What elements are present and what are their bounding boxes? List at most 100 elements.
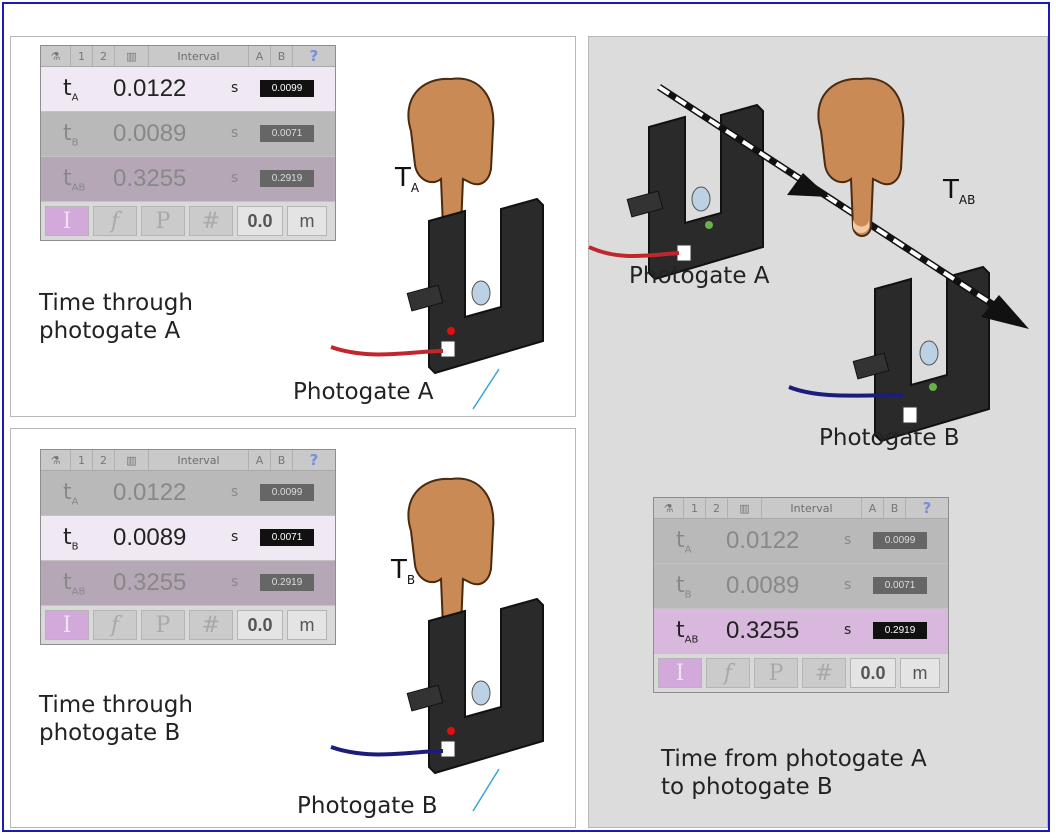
value-t-ab: 0.3255 xyxy=(113,569,187,596)
row-t-ab[interactable]: tAB 0.3255 s 0.2919 xyxy=(41,561,335,606)
device-screen-ab: ⚗ 1 2 ▥ Interval A B ? tA 0.0122 s 0.009… xyxy=(653,497,949,693)
sensor-icon[interactable]: ⚗ xyxy=(41,46,71,66)
gate-a-toggle[interactable]: A xyxy=(249,46,271,66)
caption-a-line2: photogate A xyxy=(39,318,181,344)
symbol-t-b: tB xyxy=(676,573,692,601)
screen-toolbar-b: ⚗ 1 2 ▥ Interval A B ? xyxy=(41,450,335,471)
row-t-a[interactable]: tA 0.0122 s 0.0099 xyxy=(41,67,335,112)
panel-photogate-a: ⚗ 1 2 ▥ Interval A B ? tA 0.0122 s 0.009… xyxy=(10,36,576,417)
symbol-t-a: tA xyxy=(676,528,692,556)
prev-value-t-a: 0.0099 xyxy=(260,484,314,501)
device-screen-b: ⚗ 1 2 ▥ Interval A B ? tA 0.0122 s 0.009… xyxy=(40,449,336,645)
unit-t-ab: s xyxy=(231,574,239,590)
count-button[interactable]: # xyxy=(802,658,846,688)
row-t-a[interactable]: tA 0.0122 s 0.0099 xyxy=(654,519,948,564)
prev-value-t-a: 0.0099 xyxy=(260,80,314,97)
distance-unit[interactable]: m xyxy=(287,206,327,236)
period-button[interactable]: P xyxy=(141,206,185,236)
prev-value-t-b: 0.0071 xyxy=(260,125,314,142)
gate-b-toggle[interactable]: B xyxy=(884,498,906,518)
row-t-ab[interactable]: tAB 0.3255 s 0.2919 xyxy=(654,609,948,654)
distance-value[interactable]: 0.0 xyxy=(850,658,896,688)
graph-icon[interactable]: ▥ xyxy=(115,450,149,470)
gate-b-toggle[interactable]: B xyxy=(271,46,293,66)
mode-label[interactable]: Interval xyxy=(149,46,249,66)
help-icon[interactable]: ? xyxy=(309,451,319,469)
count-button[interactable]: # xyxy=(189,610,233,640)
gate-b-toggle[interactable]: B xyxy=(271,450,293,470)
row-t-b[interactable]: tB 0.0089 s 0.0071 xyxy=(41,516,335,561)
value-t-ab: 0.3255 xyxy=(726,617,800,644)
photogate-b-illustration xyxy=(330,477,544,812)
symbol-t-b: tB xyxy=(63,525,79,553)
sensor-icon[interactable]: ⚗ xyxy=(41,450,71,470)
panel-photogate-b: ⚗ 1 2 ▥ Interval A B ? tA 0.0122 s 0.009… xyxy=(10,428,576,828)
interval-button[interactable]: I xyxy=(45,610,89,640)
prev-value-t-ab: 0.2919 xyxy=(260,170,314,187)
mode-label[interactable]: Interval xyxy=(762,498,862,518)
count-button[interactable]: # xyxy=(189,206,233,236)
tab-1[interactable]: 1 xyxy=(71,450,93,470)
tab-1[interactable]: 1 xyxy=(684,498,706,518)
value-t-a: 0.0122 xyxy=(113,479,187,506)
distance-unit[interactable]: m xyxy=(900,658,940,688)
screen-toolbar: ⚗ 1 2 ▥ Interval A B ? xyxy=(41,46,335,67)
photogate-body xyxy=(406,197,544,375)
caption-a-line1: Time through xyxy=(39,290,193,316)
row-t-b[interactable]: tB 0.0089 s 0.0071 xyxy=(654,564,948,609)
pointer-line-a xyxy=(472,368,500,410)
motion-arrow-icon xyxy=(657,84,1029,329)
unit-t-b: s xyxy=(231,529,239,545)
period-button[interactable]: P xyxy=(754,658,798,688)
mode-buttons: I f P # 0.0 m xyxy=(654,654,948,692)
unit-t-a: s xyxy=(844,532,852,548)
mode-label[interactable]: Interval xyxy=(149,450,249,470)
frequency-button[interactable]: f xyxy=(93,610,137,640)
frequency-button[interactable]: f xyxy=(93,206,137,236)
prev-value-t-b: 0.0071 xyxy=(873,577,927,594)
help-icon[interactable]: ? xyxy=(922,499,932,517)
device-screen: ⚗ 1 2 ▥ Interval A B ? tA 0.0122 s 0.009… xyxy=(40,45,336,241)
cable-a xyxy=(588,245,680,258)
photogate-body xyxy=(406,597,544,775)
row-t-b[interactable]: tB 0.0089 s 0.0071 xyxy=(41,112,335,157)
tab-2[interactable]: 2 xyxy=(93,46,115,66)
caption-b-line2: photogate B xyxy=(39,720,181,746)
period-button[interactable]: P xyxy=(141,610,185,640)
interval-button[interactable]: I xyxy=(658,658,702,688)
tab-1[interactable]: 1 xyxy=(71,46,93,66)
cable-b xyxy=(788,385,904,398)
photogate-b-body xyxy=(852,265,990,443)
tab-2[interactable]: 2 xyxy=(93,450,115,470)
distance-value[interactable]: 0.0 xyxy=(237,206,283,236)
row-t-ab[interactable]: tAB 0.3255 s 0.2919 xyxy=(41,157,335,202)
gate-a-toggle[interactable]: A xyxy=(862,498,884,518)
graph-icon[interactable]: ▥ xyxy=(115,46,149,66)
distance-value[interactable]: 0.0 xyxy=(237,610,283,640)
two-gates-illustration xyxy=(588,77,1029,443)
symbol-t-ab: tAB xyxy=(63,570,86,598)
gate-label-ab-b: Photogate B xyxy=(819,425,960,451)
photogate-a-illustration xyxy=(330,77,544,410)
interval-button[interactable]: I xyxy=(45,206,89,236)
help-icon[interactable]: ? xyxy=(309,47,319,65)
row-t-a[interactable]: tA 0.0122 s 0.0099 xyxy=(41,471,335,516)
graph-icon[interactable]: ▥ xyxy=(728,498,762,518)
unit-t-a: s xyxy=(231,484,239,500)
caption-ab-line1: Time from photogate A xyxy=(661,746,927,772)
screen-toolbar-ab: ⚗ 1 2 ▥ Interval A B ? xyxy=(654,498,948,519)
symbol-t-a: tA xyxy=(63,480,79,508)
symbol-t-a: tA xyxy=(63,76,79,104)
symbol-t-ab: tAB xyxy=(676,618,699,646)
sensor-icon[interactable]: ⚗ xyxy=(654,498,684,518)
value-t-ab: 0.3255 xyxy=(113,165,187,192)
frequency-button[interactable]: f xyxy=(706,658,750,688)
unit-t-ab: s xyxy=(231,170,239,186)
tab-2[interactable]: 2 xyxy=(706,498,728,518)
t-b-label: TB xyxy=(391,555,416,588)
value-t-b: 0.0089 xyxy=(726,572,800,599)
cable-a xyxy=(330,345,444,357)
gate-a-toggle[interactable]: A xyxy=(249,450,271,470)
distance-unit[interactable]: m xyxy=(287,610,327,640)
